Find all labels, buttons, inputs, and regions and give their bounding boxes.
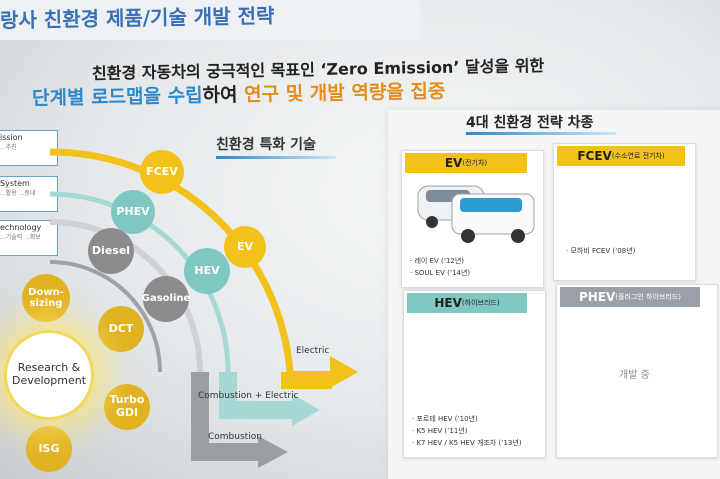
flow-label-electric: Electric (296, 346, 330, 356)
card-fcev-head-sub: (수소연료 전기차) (611, 152, 665, 160)
card-fcev (553, 143, 696, 281)
card-ev-head-sub: (전기차) (462, 159, 488, 167)
card-phev-head-main: PHEV (579, 290, 616, 304)
ev-note-ray: · 레이 EV (’12년) (410, 257, 465, 265)
bubble-isg: ISG (26, 426, 72, 472)
side-box-system: System ...활용 ...중대 (0, 176, 58, 212)
section-underline (216, 156, 336, 159)
bubble-dct: DCT (98, 306, 144, 352)
section-title-tech: 친환경 특화 기술 (216, 137, 316, 153)
card-fcev-head: FCEV(수소연료 전기차) (557, 146, 685, 166)
card-phev-head: PHEV(플러그인 하이브리드) (560, 287, 700, 307)
card-hev-head-main: HEV (434, 296, 462, 310)
side-box-sub: ...추진 (0, 144, 17, 151)
hev-note-k7: · K7 HEV / K5 HEV 개조차 (’13년) (412, 439, 522, 447)
card-ev-head-main: EV (444, 156, 463, 170)
card-phev-head-sub: (플러그인 하이브리드) (615, 293, 681, 301)
card-hev-head-sub: (하이브리드) (461, 299, 500, 307)
research-development-circle: Research & Development (4, 330, 94, 420)
flow-electric-arrowhead (330, 356, 358, 388)
phev-status: 개발 중 (619, 370, 650, 381)
side-box-sub: ...기술력 ...확보 (0, 234, 41, 241)
card-fcev-head-main: FCEV (577, 149, 612, 163)
flow-combustion-electric-arrowhead (292, 394, 320, 426)
bubble-phev: PHEV (111, 190, 155, 234)
arc-inner (49, 219, 203, 373)
arc-gasoline (49, 260, 162, 373)
side-box-technology: echnology ...기술력 ...확보 (0, 220, 58, 256)
flow-combustion-electric-line (219, 372, 296, 419)
title-band (0, 0, 420, 40)
panel-title: 4대 친환경 전략 차종 (466, 115, 594, 131)
arc-hev (49, 191, 231, 373)
flow-label-combustion: Combustion (208, 432, 262, 442)
side-box-sub: ...활용 ...중대 (0, 190, 36, 197)
bubble-fcev: FCEV (140, 150, 184, 194)
card-phev (556, 284, 718, 458)
flow-combustion-arrowhead (258, 436, 288, 468)
panel-underline (466, 132, 616, 135)
side-box-title: echnology (0, 223, 42, 232)
hev-note-forte: · 포르테 HEV (’10년) (412, 415, 478, 423)
bubble-downsizing: Down-sizing (22, 274, 70, 322)
hev-note-k5: · K5 HEV (’11년) (412, 427, 468, 435)
bubble-hev: HEV (184, 248, 230, 294)
side-box-title: System (0, 179, 30, 188)
fcev-note-mohave: · 모하비 FCEV (’08년) (566, 247, 636, 255)
bubble-ev: EV (224, 226, 266, 268)
side-box-emission: ission ...추진 (0, 130, 58, 166)
arc-ev (49, 148, 294, 373)
flow-combustion-line (191, 372, 262, 461)
flow-electric-line (281, 371, 332, 389)
bubble-turbo-gdi: Turbo GDI (104, 384, 150, 430)
card-hev-head: HEV(하이브리드) (407, 293, 527, 313)
bubble-diesel: Diesel (88, 228, 134, 274)
bubble-gasoline: Gasoline (142, 276, 190, 322)
side-box-title: ission (0, 133, 23, 142)
card-ev-head: EV(전기차) (405, 153, 527, 173)
ev-note-soul: · SOUL EV (’14년) (410, 269, 471, 277)
flow-label-combustion-electric: Combustion + Electric (198, 391, 299, 401)
card-hev (403, 290, 546, 458)
